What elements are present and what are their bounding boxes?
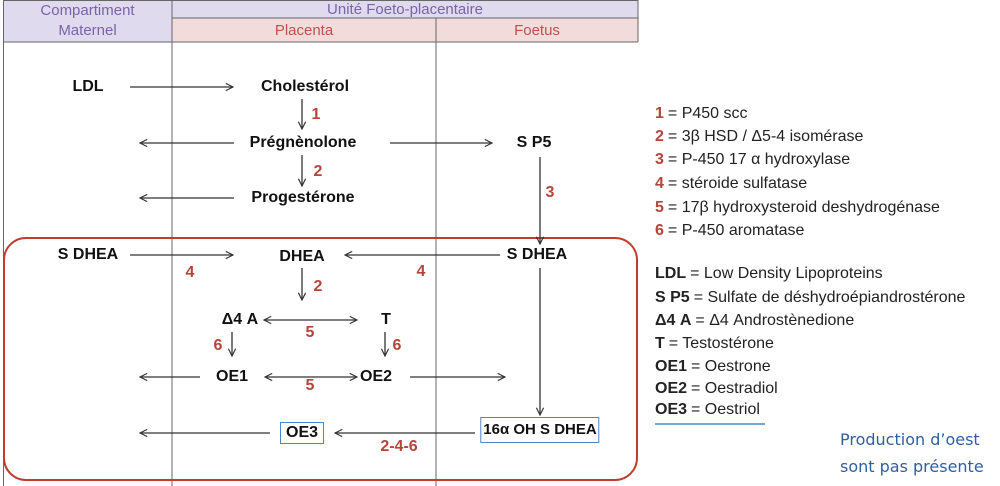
legend-enzyme-text: = P-450 aromatase — [667, 222, 805, 239]
legend-abbreviation-row: S P5= Sulfate de déshydroépiandrostérone — [655, 288, 965, 308]
legend-abbreviation-text: = Oestradiol — [691, 380, 778, 397]
node-dhea: DHEA — [279, 248, 325, 265]
legend-abbreviation-key: S P5 — [655, 289, 690, 306]
note-line-1: Production d’oest — [840, 430, 980, 449]
legend-abbreviation-text: = Oestrone — [691, 358, 771, 375]
legend-abbreviation-row: OE3= Oestriol — [655, 400, 760, 420]
enzyme-label-dhea-d4a: 2 — [313, 278, 323, 295]
enzyme-label-foetal-sdhea-dhea: 4 — [416, 263, 426, 280]
node-sdhea-foetal: S DHEA — [506, 246, 568, 263]
node-oe2: OE2 — [359, 368, 393, 385]
enzyme-label-t-oe2: 6 — [392, 337, 402, 354]
node-sdhea-maternal: S DHEA — [57, 246, 119, 263]
legend-enzyme-key: 1 — [655, 105, 664, 122]
legend-abbreviation-key: OE3 — [655, 401, 688, 418]
legend-abbreviation-row: Δ4 A= Δ4 Androstènedione — [655, 311, 854, 331]
node-progesterone: Progestérone — [251, 189, 355, 206]
node-oe1: OE1 — [215, 368, 249, 385]
header-maternal-line2: Maternel — [58, 22, 117, 39]
legend-enzyme-row: 1= P450 scc — [655, 104, 748, 124]
legend-abbreviation-text: = Δ4 Androstènedione — [695, 312, 855, 329]
legend-enzyme-key: 5 — [655, 199, 664, 216]
enzyme-label-16oh-sdhea-oe3: 2-4-6 — [380, 438, 418, 455]
enzyme-label-maternal-sdhea-dhea: 4 — [185, 264, 195, 281]
enzyme-label-oe1-oe2: 5 — [305, 377, 315, 394]
legend-abbreviation-key: LDL — [655, 265, 687, 282]
note-line-2: sont pas présente — [840, 457, 984, 476]
legend-enzyme-text: = 17β hydroxysteroid deshydrogénase — [667, 199, 940, 216]
legend-enzyme-key: 4 — [655, 175, 664, 192]
legend-enzyme-text: = stéroide sulfatase — [667, 175, 808, 192]
node-cholesterol: Cholestérol — [260, 78, 350, 95]
legend-abbreviation-key: OE2 — [655, 380, 688, 397]
legend-abbreviation-key: T — [655, 335, 665, 352]
legend-abbreviation-row: OE1= Oestrone — [655, 357, 771, 377]
legend-enzyme-row: 2= 3β HSD / Δ5-4 isomérase — [655, 127, 863, 147]
legend-abbreviation-text: = Testostérone — [668, 335, 774, 352]
node-delta4-androstenedione: Δ4 A — [221, 311, 259, 328]
legend-abbreviation-text: = Low Density Lipoproteins — [690, 265, 883, 282]
node-oe3: OE3 — [279, 422, 325, 444]
node-sp5: S P5 — [516, 134, 552, 151]
node-testosterone: T — [381, 311, 391, 328]
header-placenta: Placenta — [172, 18, 436, 42]
estrogen-pathway-highlight-box — [3, 237, 638, 481]
header-maternal-compartment: Compartiment Maternel — [3, 0, 172, 42]
header-foetus: Foetus — [436, 18, 638, 42]
legend-abbreviation-key: Δ4 A — [655, 312, 692, 329]
legend-abbreviation-text: = Sulfate de déshydroépiandrostérone — [693, 289, 966, 306]
legend-enzyme-row: 5= 17β hydroxysteroid deshydrogénase — [655, 198, 940, 218]
legend-abbreviation-row: OE2= Oestradiol — [655, 379, 778, 399]
enzyme-label-sp5-sdhea: 3 — [545, 184, 555, 201]
legend-enzyme-row: 6= P-450 aromatase — [655, 221, 804, 241]
legend-abbreviation-key: OE1 — [655, 358, 688, 375]
legend-abbreviation-row: LDL= Low Density Lipoproteins — [655, 264, 883, 284]
legend-abbreviation-row: T= Testostérone — [655, 334, 774, 354]
node-16oh-sdhea: 16α OH S DHEA — [480, 417, 600, 443]
header-maternal-line1: Compartiment — [40, 2, 135, 19]
legend-abbreviation-text: = Oestriol — [691, 401, 760, 418]
enzyme-label-d4a-t: 5 — [305, 324, 315, 341]
legend-enzyme-key: 6 — [655, 222, 664, 239]
enzyme-label-d4a-oe1: 6 — [213, 337, 223, 354]
legend-enzyme-key: 2 — [655, 128, 664, 145]
legend-enzyme-text: = 3β HSD / Δ5-4 isomérase — [667, 128, 864, 145]
node-pregnenolone: Prégnènolone — [249, 134, 357, 151]
enzyme-label-pregnenolone-progesterone: 2 — [313, 163, 323, 180]
header-feto-placental-unit: Unité Foeto-placentaire — [172, 0, 638, 18]
legend-enzyme-text: = P-450 17 α hydroxylase — [667, 151, 851, 168]
enzyme-label-cholesterol-pregnenolone: 1 — [311, 106, 321, 123]
legend-enzyme-text: = P450 scc — [667, 105, 748, 122]
legend-enzyme-row: 3= P-450 17 α hydroxylase — [655, 150, 850, 170]
node-ldl: LDL — [72, 78, 104, 95]
legend-enzyme-key: 3 — [655, 151, 664, 168]
legend-enzyme-row: 4= stéroide sulfatase — [655, 174, 807, 194]
